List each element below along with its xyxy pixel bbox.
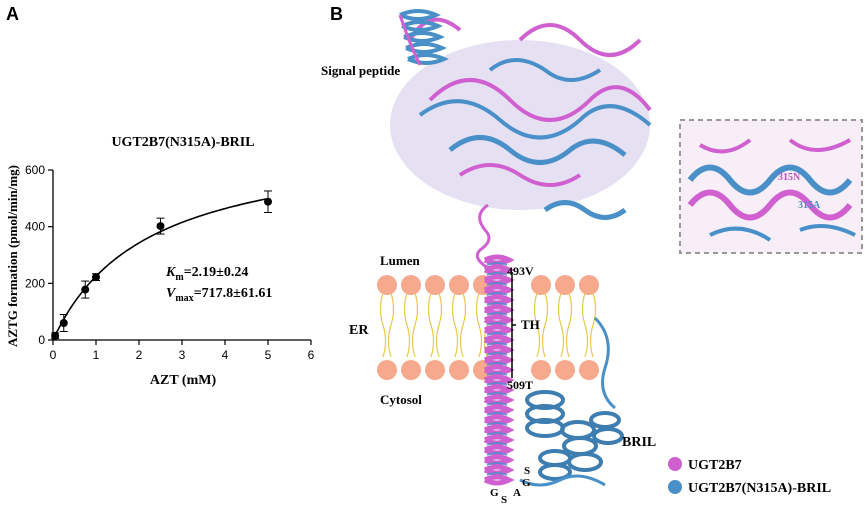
er-label: ER xyxy=(349,323,369,338)
lipid-head-top xyxy=(377,275,397,295)
helix-coil-mutant xyxy=(486,262,508,476)
th-label: TH xyxy=(521,317,540,332)
panel-b-letter: B xyxy=(330,4,343,24)
y-tick-label: 200 xyxy=(25,276,45,290)
linker-s2: S xyxy=(524,465,530,477)
lipid-head-bottom xyxy=(555,360,575,380)
x-tick-label: 5 xyxy=(265,348,272,362)
panel-a-letter: A xyxy=(6,4,19,24)
lumen-label: Lumen xyxy=(380,253,421,268)
linker-a: A xyxy=(513,487,521,499)
km-annotation: Km=2.19±0.24 Vmax=717.8±61.61 xyxy=(165,265,272,304)
signal-peptide-label: Signal peptide xyxy=(321,63,400,78)
lipid-head-top xyxy=(425,275,445,295)
y-tick-label: 0 xyxy=(38,333,45,347)
lipid-head-top xyxy=(401,275,421,295)
membrane-bilayer xyxy=(377,275,599,380)
legend-swatch-mutant xyxy=(668,480,682,494)
x-tick-label: 6 xyxy=(308,348,315,362)
lipid-head-top xyxy=(531,275,551,295)
x-tick-label: 3 xyxy=(179,348,186,362)
protein-domain xyxy=(390,17,652,220)
vmax-text: Vmax=717.8±61.61 xyxy=(166,286,272,304)
data-point xyxy=(59,319,68,327)
signal-peptide-helix xyxy=(398,9,449,66)
x-tick-label: 2 xyxy=(136,348,143,362)
lipid-tail xyxy=(427,292,443,358)
lipid-head-top xyxy=(449,275,469,295)
data-point xyxy=(81,285,90,294)
chart-title: UGT2B7(N315A)-BRIL xyxy=(111,135,254,150)
lipid-head-bottom xyxy=(425,360,445,380)
lipid-tail xyxy=(557,292,573,358)
x-tick-label: 4 xyxy=(222,348,229,362)
legend: UGT2B7 UGT2B7(N315A)-BRIL xyxy=(668,457,831,496)
bril-label: BRIL xyxy=(622,435,656,450)
inset-label-315a: 315A xyxy=(798,200,821,211)
linker-g1: G xyxy=(490,487,499,499)
legend-label-ugt2b7: UGT2B7 xyxy=(688,458,742,473)
cytosol-label: Cytosol xyxy=(380,392,422,407)
y-tick-label: 600 xyxy=(25,163,45,177)
lipid-tail xyxy=(533,292,549,358)
data-point xyxy=(92,273,100,282)
y-tick-label: 400 xyxy=(25,220,45,234)
x-axis-label: AZT (mM) xyxy=(150,373,217,388)
x-tick-label: 1 xyxy=(93,348,100,362)
inset-label-315n: 315N xyxy=(778,172,801,183)
residue-509t: 509T xyxy=(507,378,533,392)
lipid-head-top xyxy=(579,275,599,295)
x-ticks: 0 1 2 3 4 5 6 xyxy=(50,340,315,362)
x-tick-label: 0 xyxy=(50,348,57,362)
lipid-head-bottom xyxy=(401,360,421,380)
helix-coil-ugt2b7 xyxy=(483,254,515,486)
lipid-head-bottom xyxy=(377,360,397,380)
km-text: Km=2.19±0.24 xyxy=(165,265,248,283)
legend-label-mutant: UGT2B7(N315A)-BRIL xyxy=(688,481,831,496)
data-point xyxy=(156,222,165,231)
linker-loop xyxy=(475,203,491,270)
lipid-head-bottom xyxy=(579,360,599,380)
lipid-tail xyxy=(403,292,419,358)
lipid-head-bottom xyxy=(531,360,551,380)
legend-swatch-ugt2b7 xyxy=(668,457,682,471)
linker-s1: S xyxy=(501,494,507,506)
data-points xyxy=(51,190,272,340)
data-point xyxy=(264,197,272,206)
lipid-tail xyxy=(379,292,395,358)
lipid-head-top xyxy=(555,275,575,295)
inset-zoom: 315N 315A xyxy=(679,119,863,254)
bril-domain xyxy=(519,316,624,487)
data-point xyxy=(51,331,60,340)
transmembrane-helix xyxy=(483,254,515,486)
residue-493v: 493V xyxy=(507,264,534,278)
lipid-tail xyxy=(451,292,467,358)
kinetics-plot: 0 1 2 3 4 5 6 0 200 400 600 xyxy=(25,163,315,362)
lipid-head-bottom xyxy=(449,360,469,380)
lipid-tail xyxy=(581,292,597,358)
linker-g2: G xyxy=(522,477,531,489)
y-ticks: 0 200 400 600 xyxy=(25,163,53,347)
y-axis-label: AZTG formation (pmol/min/mg) xyxy=(5,165,20,347)
